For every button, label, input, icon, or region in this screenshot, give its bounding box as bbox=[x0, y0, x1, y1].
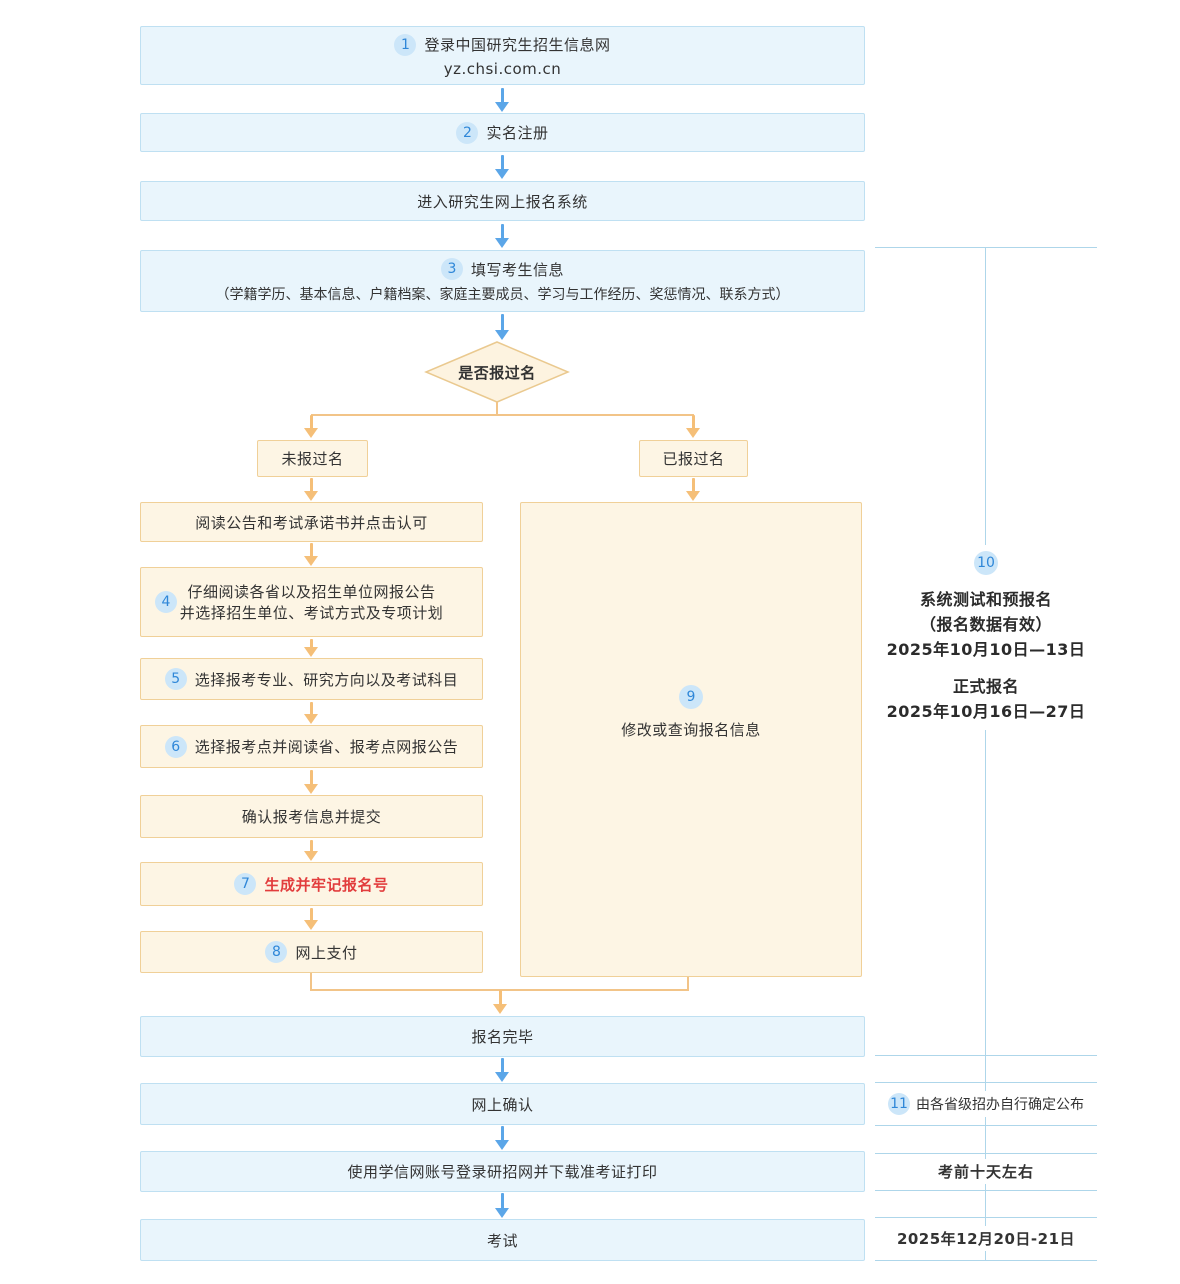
step-modify-query-label: 修改或查询报名信息 bbox=[621, 720, 761, 739]
sidebar-line bbox=[875, 1153, 1097, 1154]
sidebar-line bbox=[875, 1082, 1097, 1083]
sidebar-line bbox=[875, 1055, 1097, 1056]
connector-line bbox=[496, 402, 498, 415]
step-choose-unit-box: 4 仔细阅读各省以及招生单位网报公告 并选择招生单位、考试方式及专项计划 bbox=[140, 567, 483, 637]
spacer bbox=[875, 662, 1097, 674]
sidebar-line bbox=[875, 1190, 1097, 1191]
decision-label: 是否报过名 bbox=[458, 363, 536, 382]
arrow-down-icon bbox=[303, 639, 319, 657]
connector-line bbox=[311, 414, 694, 416]
step-pay-online-box: 8 网上支付 bbox=[140, 931, 483, 973]
step-8-badge: 8 bbox=[265, 941, 288, 963]
sidebar-line bbox=[875, 1260, 1097, 1261]
step-7-badge: 7 bbox=[234, 873, 257, 895]
arrow-down-icon bbox=[303, 840, 319, 861]
branch-left-text: 未报过名 bbox=[281, 450, 344, 468]
arrow-down-icon bbox=[494, 88, 510, 112]
branch-right-text: 已报过名 bbox=[662, 450, 725, 468]
step-login-label: 登录中国研究生招生信息网 bbox=[424, 36, 611, 54]
step-read-notice-box: 阅读公告和考试承诺书并点击认可 bbox=[140, 502, 483, 542]
sidebar-exam-date-row: 2025年12月20日-21日 bbox=[875, 1218, 1097, 1259]
arrow-down-icon bbox=[494, 314, 510, 340]
arrow-down-icon bbox=[685, 415, 701, 438]
step-reg-number-label: 生成并牢记报名号 bbox=[264, 875, 389, 894]
sidebar-confirm-note-row: 11 由各省级招办自行确定公布 bbox=[875, 1083, 1097, 1124]
arrow-down-icon bbox=[494, 155, 510, 179]
step-enter-system-box: 进入研究生网上报名系统 bbox=[140, 181, 865, 221]
arrow-down-icon bbox=[494, 1193, 510, 1218]
step-register-label: 实名注册 bbox=[486, 124, 549, 142]
sidebar-schedule-block: 10 系统测试和预报名 （报名数据有效） 2025年10月10日—13日 正式报… bbox=[875, 545, 1097, 730]
step-login-box: 1 登录中国研究生招生信息网 yz.chsi.com.cn bbox=[140, 26, 865, 85]
step-confirm-submit-box: 确认报考信息并提交 bbox=[140, 795, 483, 838]
step-modify-query-box: 9 修改或查询报名信息 bbox=[520, 502, 862, 977]
step-fill-info-label: 填写考生信息 bbox=[470, 260, 564, 279]
step-download-ticket-box: 使用学信网账号登录研招网并下载准考证打印 bbox=[140, 1151, 865, 1192]
admission-note-text: 考前十天左右 bbox=[931, 1159, 1040, 1184]
arrow-down-icon bbox=[494, 224, 510, 248]
sidebar-line bbox=[875, 1125, 1097, 1126]
step-5-badge: 5 bbox=[164, 668, 187, 690]
site-url: yz.chsi.com.cn bbox=[443, 59, 562, 78]
step-fill-info-box: 3 填写考生信息 （学籍学历、基本信息、户籍档案、家庭主要成员、学习与工作经历、… bbox=[140, 250, 865, 312]
arrow-down-icon bbox=[303, 908, 319, 930]
connector-elbow bbox=[310, 973, 500, 991]
step-registration-done-label: 报名完毕 bbox=[471, 1028, 534, 1046]
branch-registered-label: 已报过名 bbox=[639, 440, 748, 477]
step-pay-online-label: 网上支付 bbox=[295, 943, 358, 962]
step-enter-system-label: 进入研究生网上报名系统 bbox=[417, 192, 588, 211]
step-choose-site-box: 6 选择报考点并阅读省、报考点网报公告 bbox=[140, 725, 483, 768]
schedule-note: （报名数据有效） bbox=[919, 615, 1052, 634]
step-1-badge: 1 bbox=[394, 33, 417, 56]
arrow-down-icon bbox=[303, 543, 319, 566]
schedule-heading-formal: 正式报名 bbox=[952, 677, 1019, 696]
connector-elbow bbox=[500, 977, 689, 991]
step-choose-unit-line1: 仔细阅读各省以及招生单位网报公告 bbox=[187, 583, 436, 601]
arrow-down-icon bbox=[303, 415, 319, 438]
step-read-notice-label: 阅读公告和考试承诺书并点击认可 bbox=[195, 513, 428, 532]
arrow-down-icon bbox=[303, 702, 319, 724]
arrow-down-icon bbox=[303, 770, 319, 794]
fill-info-detail: （学籍学历、基本信息、户籍档案、家庭主要成员、学习与工作经历、奖惩情况、联系方式… bbox=[215, 287, 790, 303]
sidebar-line bbox=[875, 247, 1097, 248]
step-choose-unit-line2: 并选择招生单位、考试方式及专项计划 bbox=[179, 604, 444, 622]
step-3-badge: 3 bbox=[440, 258, 463, 280]
arrow-down-icon bbox=[685, 478, 701, 501]
sidebar-admission-note-row: 考前十天左右 bbox=[875, 1154, 1097, 1189]
exam-date-text: 2025年12月20日-21日 bbox=[890, 1226, 1082, 1251]
sidebar-line bbox=[875, 1217, 1097, 1218]
step-2-badge: 2 bbox=[456, 121, 479, 144]
step-online-confirm-box: 网上确认 bbox=[140, 1083, 865, 1125]
step-4-badge: 4 bbox=[155, 591, 177, 613]
arrow-down-icon bbox=[303, 478, 319, 501]
step-online-confirm-label: 网上确认 bbox=[471, 1095, 534, 1114]
step-exam-box: 考试 bbox=[140, 1219, 865, 1261]
step-reg-number-box: 7 生成并牢记报名号 bbox=[140, 862, 483, 906]
step-10-badge: 10 bbox=[974, 551, 998, 575]
step-exam-label: 考试 bbox=[486, 1231, 518, 1250]
branch-not-registered-label: 未报过名 bbox=[257, 440, 368, 477]
step-download-ticket-label: 使用学信网账号登录研招网并下载准考证打印 bbox=[347, 1163, 658, 1181]
step-9-badge: 9 bbox=[679, 684, 703, 709]
schedule-heading-pre: 系统测试和预报名 bbox=[919, 590, 1052, 609]
arrow-down-icon bbox=[494, 1058, 510, 1082]
step-choose-major-label: 选择报考专业、研究方向以及考试科目 bbox=[194, 670, 459, 689]
schedule-date-formal: 2025年10月16日—27日 bbox=[886, 702, 1086, 721]
arrow-down-icon bbox=[492, 990, 508, 1014]
step-6-badge: 6 bbox=[164, 735, 187, 758]
step-registration-done-box: 报名完毕 bbox=[140, 1016, 865, 1057]
step-choose-major-box: 5 选择报考专业、研究方向以及考试科目 bbox=[140, 658, 483, 700]
step-register-box: 2 实名注册 bbox=[140, 113, 865, 152]
decision-diamond: 是否报过名 bbox=[424, 341, 570, 403]
schedule-date-pre: 2025年10月10日—13日 bbox=[886, 640, 1086, 659]
step-choose-site-label: 选择报考点并阅读省、报考点网报公告 bbox=[194, 738, 459, 756]
step-11-badge: 11 bbox=[888, 1092, 910, 1115]
confirm-note-text: 由各省级招办自行确定公布 bbox=[916, 1096, 1084, 1113]
arrow-down-icon bbox=[494, 1126, 510, 1150]
step-confirm-submit-label: 确认报考信息并提交 bbox=[241, 808, 382, 826]
sidebar-vertical-line bbox=[985, 247, 986, 1260]
